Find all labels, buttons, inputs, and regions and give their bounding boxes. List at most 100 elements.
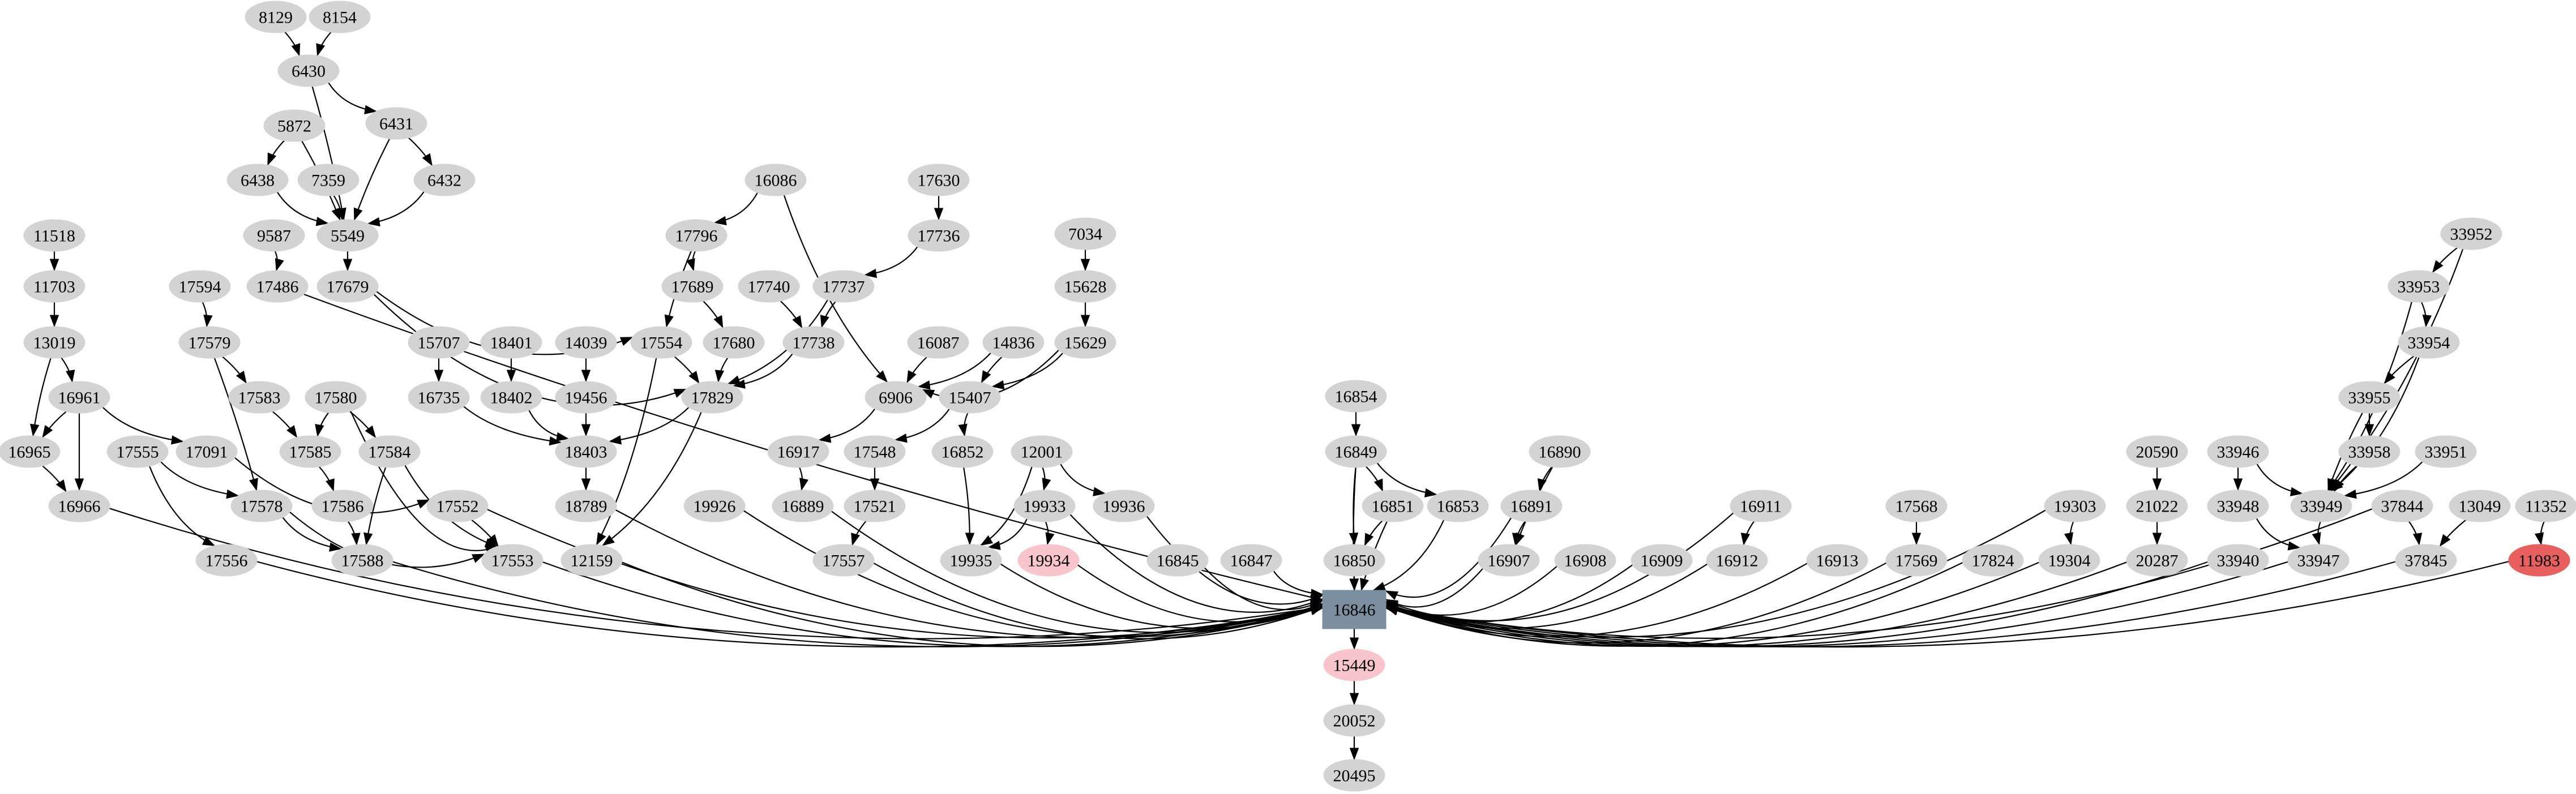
- node-shape-ellipse[interactable]: [413, 164, 476, 196]
- graph-node[interactable]: 17584: [358, 435, 421, 468]
- node-shape-ellipse[interactable]: [246, 270, 309, 303]
- graph-node[interactable]: 20590: [2126, 435, 2188, 468]
- node-shape-ellipse[interactable]: [2387, 270, 2450, 303]
- node-shape-ellipse[interactable]: [169, 270, 231, 303]
- graph-node[interactable]: 12159: [560, 544, 623, 577]
- node-shape-ellipse[interactable]: [1631, 544, 1693, 577]
- node-shape-ellipse[interactable]: [358, 435, 421, 468]
- node-shape-ellipse[interactable]: [1500, 490, 1563, 522]
- node-shape-ellipse[interactable]: [23, 219, 85, 252]
- node-shape-ellipse[interactable]: [665, 219, 728, 252]
- node-shape-ellipse[interactable]: [480, 381, 542, 414]
- graph-node[interactable]: 19934: [1017, 544, 1080, 577]
- node-shape-ellipse[interactable]: [1093, 490, 1155, 522]
- graph-node[interactable]: 33955: [2338, 381, 2400, 414]
- graph-node[interactable]: 17586: [311, 490, 374, 522]
- graph-node[interactable]: 17689: [661, 270, 724, 303]
- node-shape-ellipse[interactable]: [1011, 435, 1073, 468]
- graph-node[interactable]: 16847: [1220, 544, 1282, 577]
- graph-node[interactable]: 15449: [1323, 649, 1385, 681]
- graph-node[interactable]: 17829: [681, 381, 743, 414]
- node-shape-ellipse[interactable]: [1529, 435, 1591, 468]
- graph-node[interactable]: 11983: [2508, 544, 2570, 577]
- node-shape-ellipse[interactable]: [555, 490, 617, 522]
- graph-node[interactable]: 6432: [413, 164, 476, 196]
- node-shape-ellipse[interactable]: [2440, 217, 2502, 250]
- node-shape-ellipse[interactable]: [2515, 490, 2576, 522]
- graph-node[interactable]: 21022: [2126, 490, 2188, 522]
- graph-node[interactable]: 33958: [2338, 435, 2400, 468]
- graph-node[interactable]: 17630: [908, 164, 970, 196]
- node-shape-ellipse[interactable]: [1962, 544, 2024, 577]
- graph-node[interactable]: 17521: [844, 490, 906, 522]
- graph-node[interactable]: 17585: [279, 435, 341, 468]
- graph-node[interactable]: 16966: [48, 490, 110, 522]
- graph-node[interactable]: 18401: [480, 326, 542, 359]
- node-shape-ellipse[interactable]: [1013, 490, 1076, 522]
- node-shape-ellipse[interactable]: [1323, 759, 1385, 792]
- node-shape-ellipse[interactable]: [309, 1, 371, 33]
- graph-node[interactable]: 6430: [277, 54, 340, 87]
- graph-node[interactable]: 15628: [1054, 270, 1116, 303]
- node-shape-ellipse[interactable]: [812, 270, 875, 303]
- graph-node[interactable]: 17588: [331, 544, 393, 577]
- graph-node[interactable]: 6906: [865, 381, 927, 414]
- node-shape-ellipse[interactable]: [1885, 544, 1948, 577]
- node-shape-ellipse[interactable]: [1427, 490, 1489, 522]
- node-shape-ellipse[interactable]: [982, 326, 1045, 359]
- graph-node[interactable]: 17738: [782, 326, 845, 359]
- graph-node[interactable]: 33951: [2415, 435, 2477, 468]
- node-shape-ellipse[interactable]: [555, 381, 617, 414]
- node-shape-ellipse[interactable]: [2287, 544, 2350, 577]
- graph-node[interactable]: 16891: [1500, 490, 1563, 522]
- node-shape-ellipse[interactable]: [2415, 435, 2477, 468]
- graph-node[interactable]: 19304: [2038, 544, 2100, 577]
- graph-node[interactable]: 6431: [365, 107, 427, 140]
- node-shape-ellipse[interactable]: [939, 381, 1001, 414]
- node-shape-ellipse[interactable]: [1806, 544, 1868, 577]
- graph-node[interactable]: 16086: [744, 164, 807, 196]
- graph-node[interactable]: 17824: [1962, 544, 2024, 577]
- node-shape-ellipse[interactable]: [277, 54, 340, 87]
- node-shape-ellipse[interactable]: [1054, 217, 1116, 250]
- node-shape-ellipse[interactable]: [703, 326, 765, 359]
- node-shape-ellipse[interactable]: [865, 381, 927, 414]
- node-shape-ellipse[interactable]: [1323, 649, 1385, 681]
- graph-node[interactable]: 37845: [2395, 544, 2457, 577]
- node-shape-ellipse[interactable]: [1220, 544, 1282, 577]
- node-shape-ellipse[interactable]: [908, 219, 970, 252]
- graph-node[interactable]: 16854: [1325, 380, 1387, 413]
- node-shape-ellipse[interactable]: [940, 544, 1002, 577]
- graph-node[interactable]: 18789: [555, 490, 617, 522]
- node-shape-ellipse[interactable]: [683, 490, 746, 522]
- graph-node[interactable]: 19456: [555, 381, 617, 414]
- node-shape-ellipse[interactable]: [681, 381, 743, 414]
- node-shape-ellipse[interactable]: [2449, 490, 2511, 522]
- graph-node[interactable]: 17555: [106, 435, 169, 468]
- graph-node[interactable]: 16907: [1478, 544, 1540, 577]
- node-shape-ellipse[interactable]: [1325, 380, 1387, 413]
- graph-node[interactable]: 16965: [0, 435, 61, 468]
- node-shape-ellipse[interactable]: [2207, 544, 2269, 577]
- graph-node[interactable]: 16908: [1554, 544, 1616, 577]
- node-shape-ellipse[interactable]: [2207, 490, 2269, 522]
- node-shape-ellipse[interactable]: [2371, 490, 2433, 522]
- graph-node[interactable]: 20052: [1323, 704, 1385, 737]
- graph-node[interactable]: 33947: [2287, 544, 2350, 577]
- node-shape-ellipse[interactable]: [2126, 435, 2188, 468]
- graph-node[interactable]: 16909: [1631, 544, 1693, 577]
- node-shape-ellipse[interactable]: [1017, 544, 1080, 577]
- graph-node[interactable]: 17679: [316, 270, 379, 303]
- node-shape-ellipse[interactable]: [1362, 490, 1424, 522]
- node-shape-ellipse[interactable]: [279, 435, 341, 468]
- node-shape-ellipse[interactable]: [931, 435, 994, 468]
- node-shape-ellipse[interactable]: [738, 270, 800, 303]
- node-shape-ellipse[interactable]: [2338, 381, 2400, 414]
- graph-node[interactable]: 8129: [245, 1, 307, 33]
- graph-node[interactable]: 20287: [2126, 544, 2188, 577]
- node-shape-ellipse[interactable]: [228, 381, 290, 414]
- graph-node[interactable]: 11703: [23, 270, 85, 303]
- node-shape-ellipse[interactable]: [311, 490, 374, 522]
- graph-node[interactable]: 33940: [2207, 544, 2269, 577]
- node-shape-ellipse[interactable]: [1323, 704, 1385, 737]
